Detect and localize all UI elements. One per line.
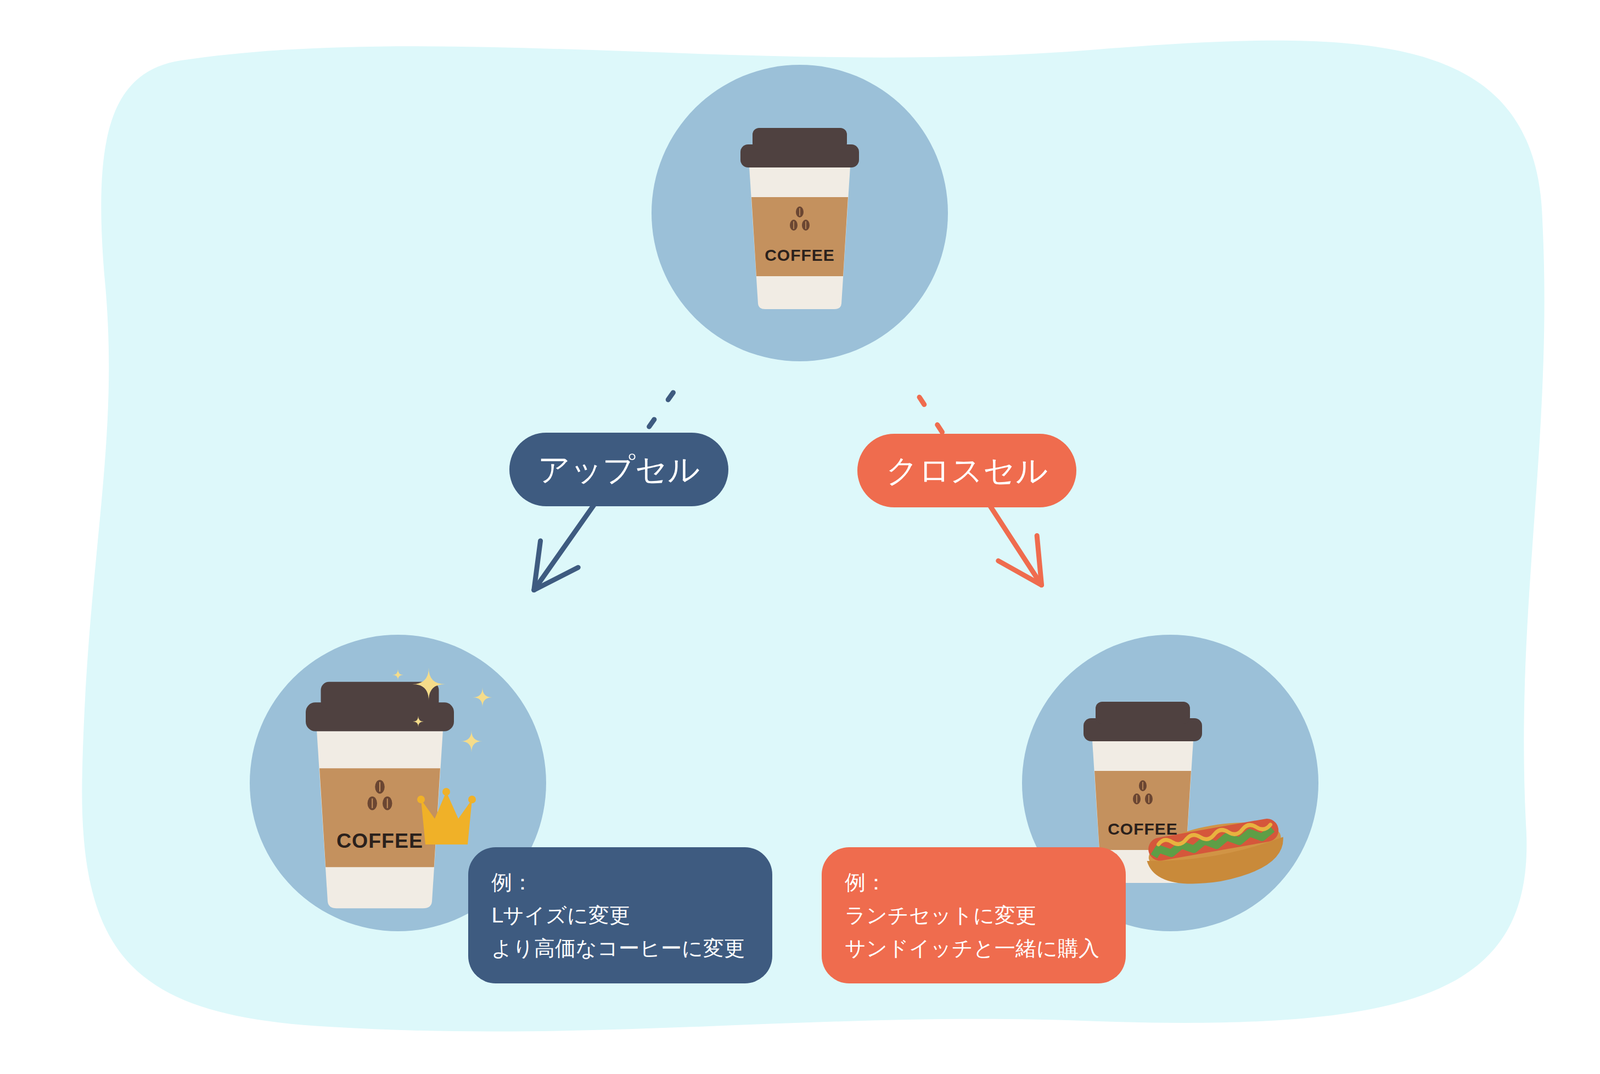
bean-crease: [379, 781, 381, 792]
cup-label: COFFEE: [1033, 820, 1253, 838]
bean-crease: [1148, 794, 1150, 803]
product-circle: COFFEE: [651, 64, 948, 362]
edge-label: クロスセル: [857, 433, 1077, 508]
coffee-bean: [801, 219, 810, 231]
bean-crease: [1142, 781, 1144, 790]
crown-and-sparkles: [392, 667, 493, 845]
cup-lid-top: [752, 127, 847, 150]
coffee-bean: [795, 206, 804, 218]
cup-lid-top: [1095, 701, 1190, 724]
coffee-bean: [374, 779, 385, 794]
sparkle: [392, 669, 404, 681]
coffee-bean: [1144, 793, 1153, 805]
bean-crease: [371, 798, 373, 808]
cup-body: [749, 166, 851, 310]
crown-jewel: [442, 787, 451, 796]
bean-crease: [793, 221, 795, 229]
edge-label: アップセル: [509, 432, 729, 507]
bean-crease: [386, 798, 389, 808]
coffee-bean: [382, 796, 393, 811]
coffee-bean: [1138, 779, 1147, 791]
coffee-bean: [367, 796, 378, 811]
coffee-bean: [1132, 793, 1141, 805]
product-illustration: [651, 64, 948, 362]
bean-crease: [805, 221, 807, 229]
cup-label: COFFEE: [270, 830, 490, 852]
sparkle: [412, 667, 446, 701]
example-box: 例：Lサイズに変更 より高価なコーヒーに変更: [468, 846, 773, 984]
coffee-cup: [740, 127, 860, 310]
example-box: 例：ランチセットに変更 サンドイッチと一緒に購入: [821, 846, 1126, 984]
bun-front: [1147, 836, 1290, 894]
sparkle: [460, 730, 483, 752]
example-heading: 例：: [844, 865, 1103, 899]
bean-crease: [799, 208, 801, 216]
crown-jewel: [468, 795, 476, 804]
sparkle: [412, 715, 424, 727]
cup-sleeve: [751, 197, 849, 277]
background-blob: [81, 40, 1545, 1032]
cup-sleeve: [319, 767, 441, 867]
crown: [420, 791, 473, 845]
example-body: ランチセットに変更 サンドイッチと一緒に購入: [844, 898, 1103, 965]
cup-label: COFFEE: [689, 246, 910, 264]
example-heading: 例：: [491, 865, 750, 899]
crown-jewel: [417, 795, 425, 804]
coffee-bean: [789, 219, 798, 231]
cup-lid-top: [321, 681, 440, 710]
sparkle: [472, 687, 493, 707]
coffee-cup: [305, 681, 454, 909]
bean-crease: [1136, 794, 1138, 803]
example-body: Lサイズに変更 より高価なコーヒーに変更: [491, 898, 750, 965]
